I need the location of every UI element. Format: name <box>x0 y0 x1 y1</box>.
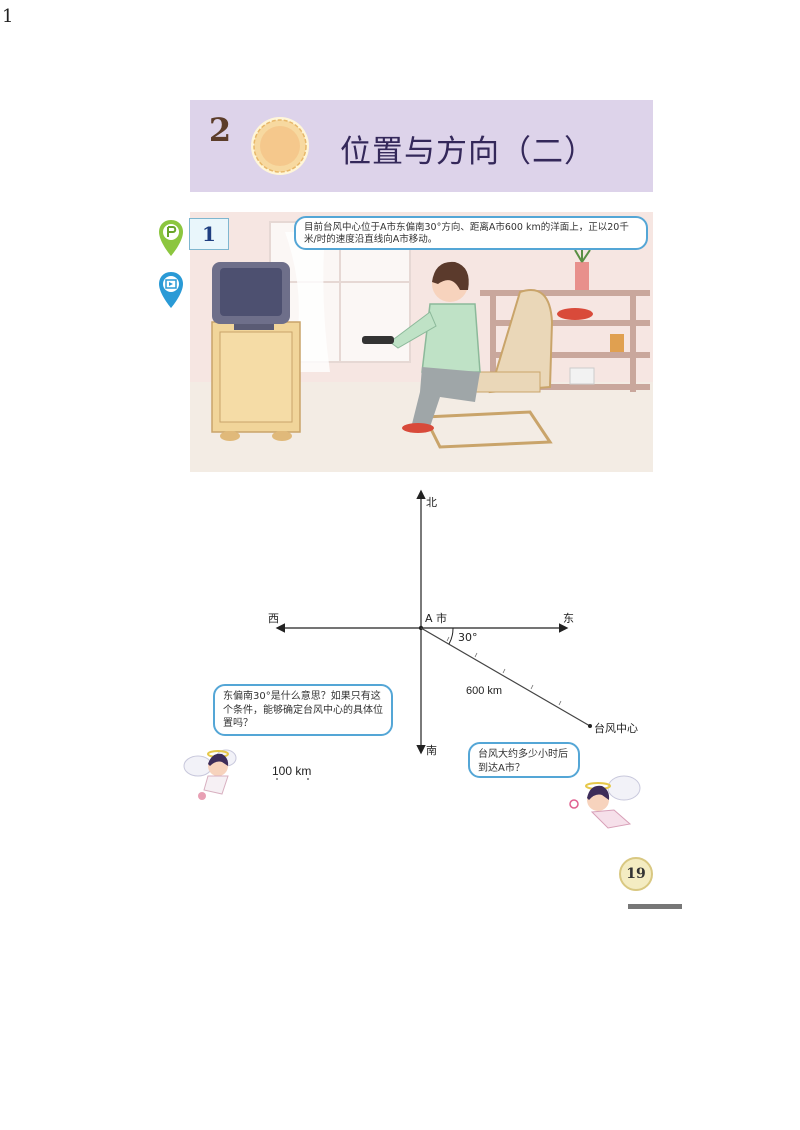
fairy-right-icon <box>569 775 641 829</box>
origin-label: A 市 <box>425 612 448 625</box>
badge-flower-icon <box>251 117 309 175</box>
scene-illustration <box>190 212 653 472</box>
scale-bar <box>276 778 309 780</box>
example-number: 1 <box>189 218 229 250</box>
typhoon-path-line <box>420 627 591 727</box>
example-speech-bubble: 目前台风中心位于A市东偏南30°方向、距离A市600 km的洋面上，正以20千米… <box>294 216 648 250</box>
east-label: 东 <box>563 612 574 625</box>
section-number: 2 <box>208 111 232 149</box>
question-bubble-right: 台风大约多少小时后到达A市？ <box>468 742 580 778</box>
video-marker-icon[interactable] <box>157 270 185 310</box>
bottom-divider <box>628 904 682 909</box>
typhoon-center-label: 台风中心 <box>594 722 638 735</box>
south-label: 南 <box>426 744 437 757</box>
p-marker-icon[interactable] <box>157 218 185 258</box>
page-counter: 1 <box>2 6 14 27</box>
north-label: 北 <box>426 496 437 509</box>
title-banner: 2 位置与方向（二） <box>190 100 653 192</box>
direction-diagram <box>275 489 592 780</box>
fairy-left-icon <box>183 749 237 800</box>
distance-label: 600 km <box>466 685 503 697</box>
page-number: 19 <box>619 857 653 891</box>
scale-label: 100 km <box>272 764 312 778</box>
west-label: 西 <box>268 612 279 625</box>
page-title: 位置与方向（二） <box>340 134 596 170</box>
living-room-illustration <box>190 212 653 472</box>
angle-label: 30° <box>458 631 478 644</box>
question-bubble-left: 东偏南30°是什么意思？如果只有这个条件，能够确定台风中心的具体位置吗？ <box>213 684 393 736</box>
